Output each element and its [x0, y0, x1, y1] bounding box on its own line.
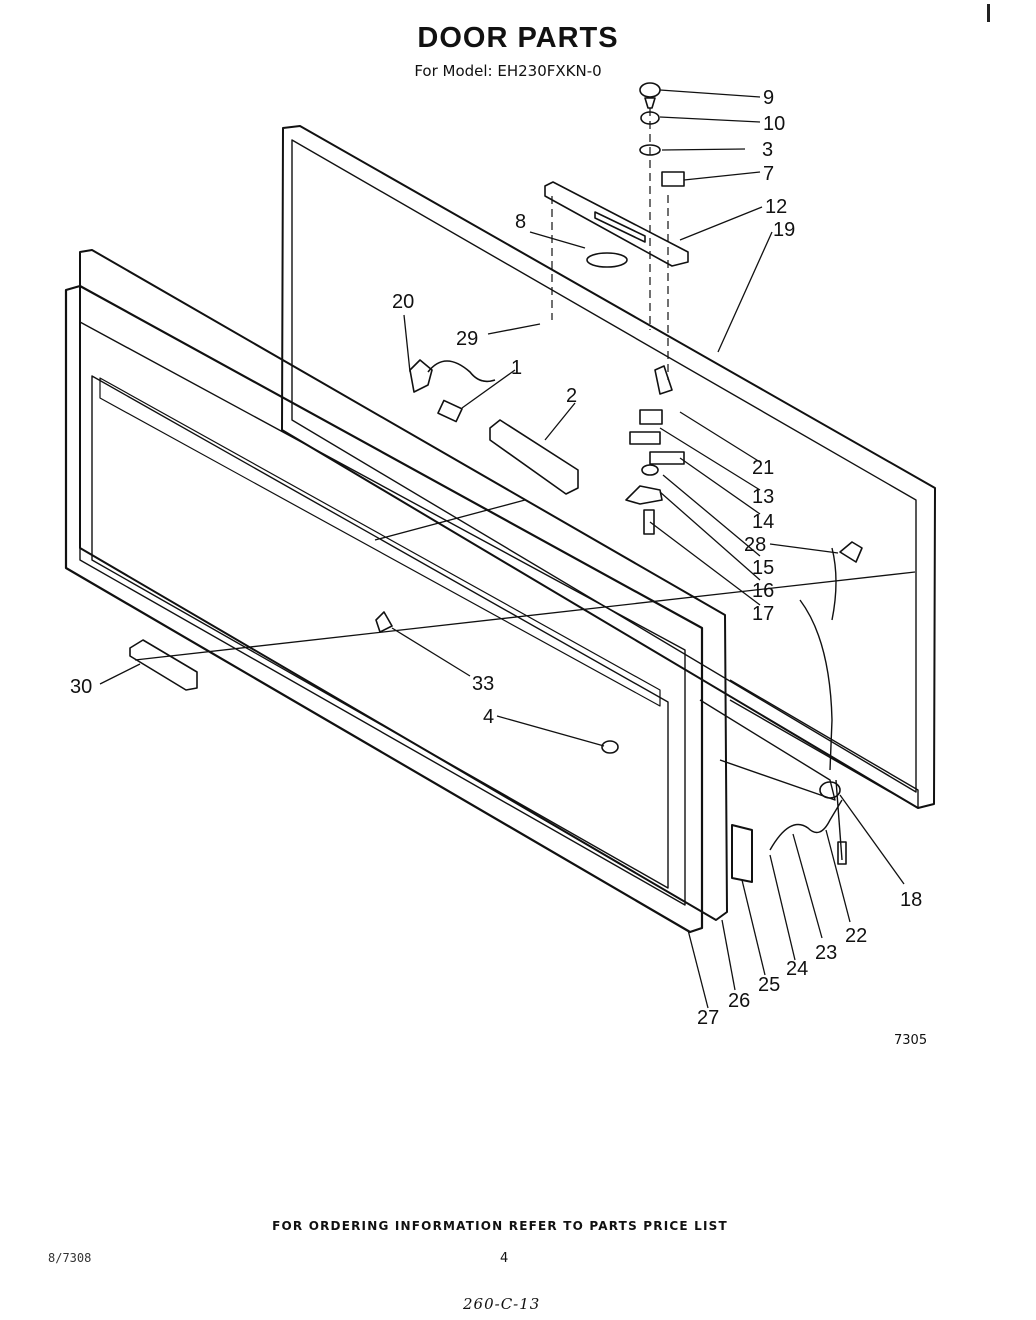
- page-title: DOOR PARTS: [417, 22, 619, 54]
- door-panel: [64, 249, 728, 934]
- wire-harness: [769, 547, 843, 861]
- small-parts: [129, 541, 863, 865]
- figure-code: 7305: [894, 1033, 928, 1048]
- callout-24: 24: [786, 958, 808, 980]
- callout-28: 28: [744, 534, 766, 556]
- switch-assembly: [409, 359, 496, 423]
- callout-12: 12: [765, 196, 787, 218]
- callout-29: 29: [456, 328, 478, 350]
- assembly-axes: [551, 108, 669, 380]
- callout-17: 17: [752, 603, 774, 625]
- document-id: 8/7308: [48, 1251, 92, 1265]
- callout-27: 27: [697, 1007, 719, 1029]
- callout-33: 33: [472, 673, 494, 695]
- callout-8: 8: [515, 211, 526, 233]
- breaker-strip: [699, 679, 919, 883]
- page-edge-mark: [987, 4, 990, 22]
- leader-lines: [99, 89, 916, 1009]
- callout-20: 20: [392, 291, 414, 313]
- callout-22: 22: [845, 925, 867, 947]
- callout-16: 16: [752, 580, 774, 602]
- callout-7: 7: [763, 163, 774, 185]
- ordering-note: FOR ORDERING INFORMATION REFER TO PARTS …: [272, 1219, 728, 1233]
- callout-14: 14: [752, 511, 774, 533]
- page-number: 4: [500, 1251, 509, 1266]
- callout-labels: 9 10 3 7 12 19 8 20 29 1 2 21 13 14 28 1…: [70, 87, 922, 1029]
- handwritten-note: 260-C-13: [463, 1295, 541, 1313]
- callout-30: 30: [70, 676, 92, 698]
- door-liner-frame: [281, 125, 936, 809]
- callout-18: 18: [900, 889, 922, 911]
- callout-1: 1: [511, 357, 522, 379]
- callout-21: 21: [752, 457, 774, 479]
- callout-25: 25: [758, 974, 780, 996]
- callout-9: 9: [763, 87, 774, 109]
- top-hardware: [639, 82, 685, 187]
- callout-23: 23: [815, 942, 837, 964]
- callout-10: 10: [763, 113, 785, 135]
- callout-2: 2: [566, 385, 577, 407]
- callout-26: 26: [728, 990, 750, 1012]
- latch-bracket: [544, 181, 689, 268]
- hinge-parts: [625, 365, 685, 535]
- callout-13: 13: [752, 486, 774, 508]
- callout-3: 3: [762, 139, 773, 161]
- model-subtitle: For Model: EH230FXKN-0: [414, 62, 602, 80]
- callout-19: 19: [773, 219, 795, 241]
- hinge-cover: [489, 419, 579, 495]
- callout-15: 15: [752, 557, 774, 579]
- callout-4: 4: [483, 706, 494, 728]
